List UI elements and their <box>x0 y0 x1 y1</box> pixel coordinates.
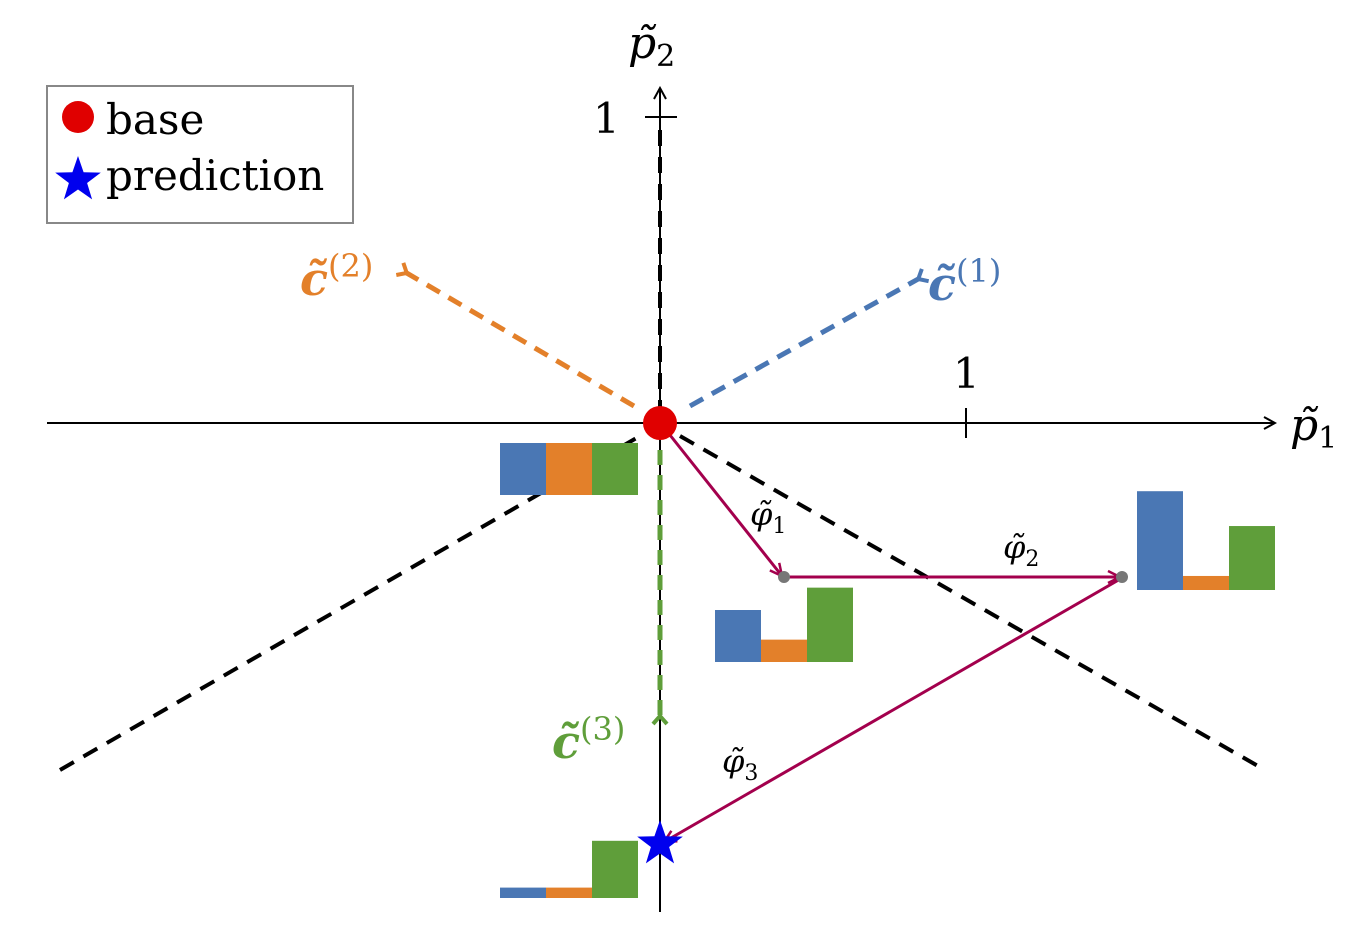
histogram-prediction <box>500 840 638 898</box>
legend-prediction-label: prediction <box>106 151 324 200</box>
histogram-bar-blue <box>715 610 761 662</box>
histogram-bar-green <box>592 443 638 495</box>
legend: base prediction <box>46 85 354 224</box>
histogram-bar-orange <box>546 887 592 898</box>
histogram-bar-green <box>807 587 853 662</box>
histogram-bar-orange <box>1183 575 1229 590</box>
step-label-phi2: φ̃2 <box>1003 528 1039 572</box>
y-axis-label: p̃2 <box>628 18 675 74</box>
histogram-base <box>500 443 638 495</box>
step-label-phi1: φ̃1 <box>750 495 786 539</box>
step-label-phi3: φ̃3 <box>722 742 758 786</box>
legend-box <box>46 85 354 224</box>
boundary-line-right <box>679 434 1266 772</box>
vector-label-c2: c̃(2) <box>300 247 373 306</box>
y-tick-label: 1 <box>593 94 620 143</box>
vector-c1 <box>688 268 930 409</box>
histogram-bar-orange <box>761 639 807 662</box>
histogram-after-step-1 <box>715 587 853 662</box>
histogram-bar-blue <box>500 887 546 898</box>
step-arrow-phi3 <box>661 576 1123 844</box>
legend-prediction-marker-icon <box>55 156 101 200</box>
histogram-bar-orange <box>546 443 592 495</box>
step-point-1 <box>778 571 790 583</box>
boundary-line-left <box>59 434 641 772</box>
prediction-star-icon <box>637 820 683 864</box>
x-tick-label: 1 <box>953 349 980 398</box>
step-point-2 <box>1116 571 1128 583</box>
histogram-bar-blue <box>1137 491 1183 590</box>
histogram-after-step-2 <box>1137 491 1275 590</box>
vector-label-c3: c̃(3) <box>552 710 625 769</box>
histogram-bar-green <box>592 840 638 898</box>
vector-c2 <box>395 262 636 409</box>
base-point <box>643 406 677 440</box>
histogram-bar-blue <box>500 443 546 495</box>
histogram-bar-green <box>1229 526 1275 590</box>
legend-base-marker-icon <box>62 101 94 133</box>
legend-base-label: base <box>106 95 204 144</box>
vector-label-c1: c̃(1) <box>928 252 1001 311</box>
x-axis-label: p̃1 <box>1290 400 1337 456</box>
step-arrow-phi1 <box>660 424 784 579</box>
